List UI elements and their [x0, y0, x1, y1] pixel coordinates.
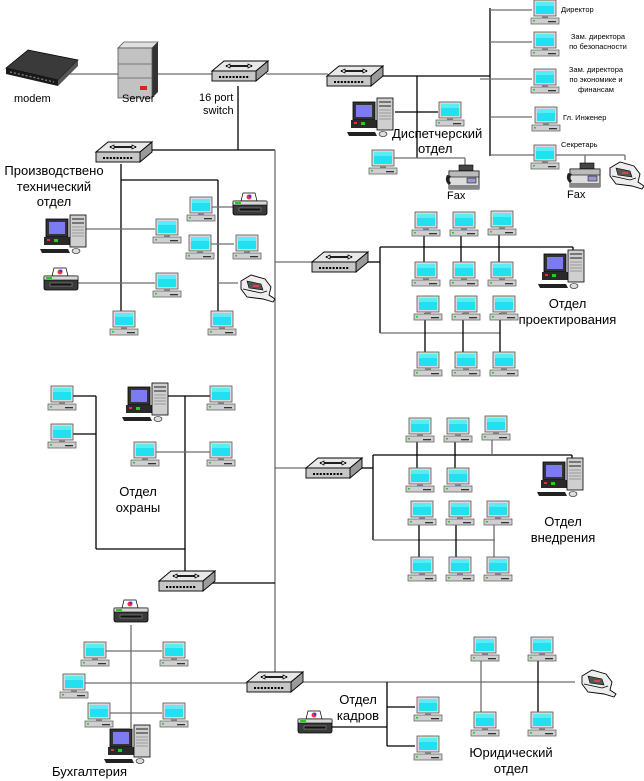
network-wires: [65, 8, 626, 747]
modem-label: modem: [14, 93, 51, 105]
production-pc-icon: [152, 272, 182, 298]
legal-pc-icon: [470, 711, 500, 737]
deployment-pc-icon: [443, 417, 473, 443]
design-pc-icon: [487, 261, 517, 287]
secretary-fax-icon: [566, 162, 601, 188]
deployment-workstation-icon: [536, 457, 584, 497]
deployment-switch-icon: [305, 457, 363, 479]
hr-printer-icon: [297, 710, 333, 734]
chief-engineer-label: Гл. Инженер: [563, 113, 607, 122]
hr-dept-label: Отдел кадров: [336, 692, 380, 723]
security-pc-icon: [47, 423, 77, 449]
design-pc-icon: [451, 351, 481, 377]
accounting-pc-icon: [159, 702, 189, 728]
legal-pc-icon: [470, 636, 500, 662]
security-switch-icon: [158, 570, 216, 592]
modem-icon: [5, 49, 79, 87]
accounting-pc-icon: [159, 641, 189, 667]
dispatch-fax-label: Fax: [447, 190, 466, 202]
chief-engineer-pc-icon: [531, 106, 561, 132]
dispatch-switch-icon: [326, 65, 384, 87]
security-pc-icon: [206, 441, 236, 467]
dispatch-pc-icon: [435, 101, 465, 127]
accounting-pc-icon: [80, 641, 110, 667]
design-pc-icon: [449, 261, 479, 287]
security-pc-icon: [206, 385, 236, 411]
production-pc-icon: [207, 310, 237, 336]
design-pc-icon: [411, 211, 441, 237]
server-label: Server: [122, 93, 155, 105]
accounting-pc-icon: [59, 673, 89, 699]
deployment-pc-icon: [405, 467, 435, 493]
production-pc-icon: [186, 196, 216, 222]
deputy-security-label: Зам. директора по безопасности: [569, 32, 627, 51]
design-pc-icon: [449, 211, 479, 237]
deputy-economics-label: Зам. директора по экономике и финансам: [568, 65, 624, 94]
legal-dept-label: Юридический отдел: [469, 745, 553, 776]
secretary-pc-icon: [530, 144, 560, 170]
security-pc-icon: [47, 385, 77, 411]
design-dept-label: Отдел проектирования: [518, 296, 617, 327]
accounting-workstation-icon: [103, 724, 151, 764]
dispatch-pc-icon: [368, 149, 398, 175]
secretary-mfp-icon: [609, 161, 644, 190]
deployment-pc-icon: [445, 556, 475, 582]
director-pc-icon: [530, 0, 560, 25]
core-switch-label-line1: 16 port: [199, 92, 234, 104]
dispatch-workstation-icon: [346, 97, 394, 137]
deployment-dept-label: Отдел внедрения: [530, 514, 596, 545]
production-pc-icon: [152, 218, 182, 244]
design-pc-icon: [489, 351, 519, 377]
production-pc-icon: [109, 310, 139, 336]
production-workstation-icon: [39, 214, 87, 254]
production-printer-icon: [232, 192, 268, 216]
deployment-pc-icon: [407, 556, 437, 582]
design-pc-icon: [413, 351, 443, 377]
legal-pc-icon: [527, 636, 557, 662]
design-switch-icon: [311, 251, 369, 273]
deployment-pc-icon: [481, 415, 511, 441]
accounting-switch-icon: [246, 671, 304, 693]
production-mfp-icon: [240, 274, 276, 303]
security-workstation-icon: [121, 382, 169, 422]
deployment-pc-icon: [443, 467, 473, 493]
director-label: Директор: [561, 5, 594, 14]
deployment-pc-icon: [483, 556, 513, 582]
secretary-fax-label: Fax: [567, 189, 586, 201]
dispatch-dept-label-line2: отдел: [418, 141, 453, 156]
deployment-pc-icon: [483, 500, 513, 526]
accounting-printer-icon: [113, 599, 149, 623]
production-switch-icon: [95, 141, 153, 163]
deployment-pc-icon: [407, 500, 437, 526]
design-pc-icon: [413, 295, 443, 321]
security-dept-label: Отдел охраны: [115, 484, 161, 515]
legal-pc-icon: [527, 711, 557, 737]
production-printer-icon: [43, 267, 79, 291]
dispatch-fax-icon: [445, 164, 480, 190]
deputy-economics-pc-icon: [530, 68, 560, 94]
core-switch-label-line2: switch: [203, 105, 234, 117]
production-pc-icon: [185, 234, 215, 260]
hr-pc-icon: [413, 735, 443, 761]
design-pc-icon: [451, 295, 481, 321]
design-pc-icon: [487, 210, 517, 236]
security-pc-icon: [130, 441, 160, 467]
design-pc-icon: [411, 261, 441, 287]
deployment-pc-icon: [445, 500, 475, 526]
design-workstation-icon: [537, 249, 585, 289]
production-dept-label: Производствено технический отдел: [4, 163, 104, 210]
dispatch-dept-label-line1: Диспетчерский: [392, 126, 483, 141]
secretary-label: Секретарь: [561, 140, 598, 149]
core-switch-icon: [211, 60, 269, 82]
hr-pc-icon: [413, 696, 443, 722]
deputy-security-pc-icon: [530, 31, 560, 57]
accounting-dept-label: Бухгалтерия: [52, 764, 128, 779]
server-icon: [117, 41, 159, 99]
accounting-pc-icon: [84, 702, 114, 728]
legal-mfp-icon: [581, 669, 617, 698]
production-pc-icon: [232, 234, 262, 260]
deployment-pc-icon: [405, 417, 435, 443]
